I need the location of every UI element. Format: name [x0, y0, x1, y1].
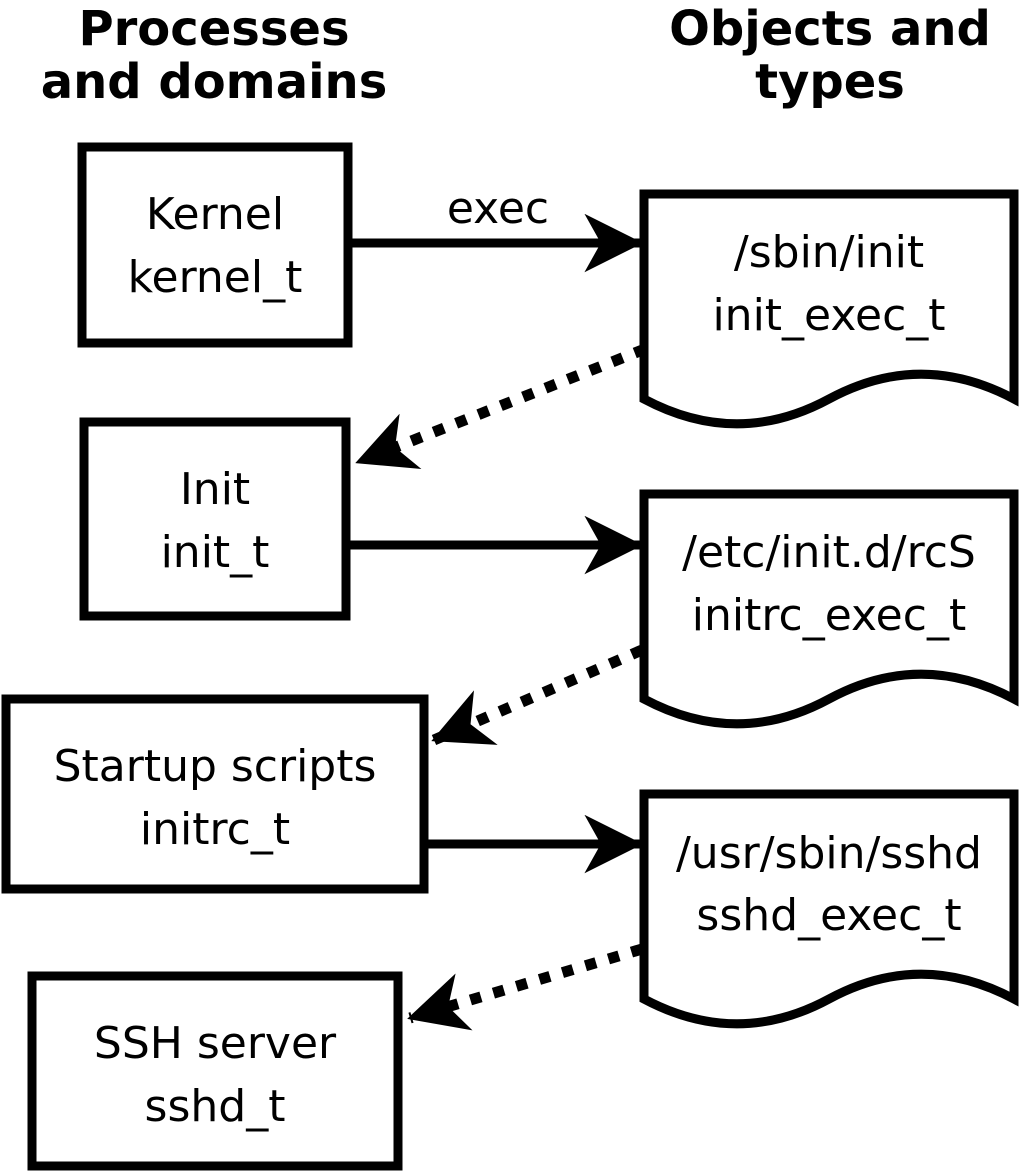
object-node-usr-sbin-sshd: /usr/sbin/sshd sshd_exec_t — [639, 789, 1019, 1029]
process-box-init — [79, 417, 351, 621]
column-header-objects-line2: types — [755, 54, 905, 110]
object-node-sbin-init: /sbin/init init_exec_t — [639, 189, 1019, 429]
process-box-kernel — [77, 142, 353, 348]
process-type-startup-scripts: initrc_t — [140, 804, 290, 855]
dotted-arrow-rcS-to-initrc — [431, 644, 645, 746]
column-header-processes-line2: and domains — [41, 54, 388, 110]
object-doc-usr-sbin-sshd — [639, 789, 1019, 1029]
object-type-sbin-init: init_exec_t — [712, 290, 945, 341]
object-doc-rcS — [639, 489, 1019, 729]
column-header-objects-line1: Objects and — [669, 1, 991, 57]
dotted-arrow-sbin-init-to-init — [355, 343, 648, 469]
process-node-ssh-server: SSH server sshd_t — [27, 971, 403, 1171]
process-name-ssh-server: SSH server — [94, 1018, 337, 1069]
process-node-kernel: Kernel kernel_t — [77, 142, 353, 348]
process-node-startup-scripts: Startup scripts initrc_t — [1, 694, 429, 894]
object-type-usr-sbin-sshd: sshd_exec_t — [696, 890, 961, 941]
object-node-rcS: /etc/init.d/rcS initrc_exec_t — [639, 489, 1019, 729]
object-path-usr-sbin-sshd: /usr/sbin/sshd — [676, 828, 982, 879]
exec-arrow-label: exec — [447, 183, 549, 234]
object-type-rcS: initrc_exec_t — [692, 590, 966, 641]
process-name-kernel: Kernel — [146, 189, 284, 240]
process-name-init: Init — [180, 464, 250, 515]
object-path-sbin-init: /sbin/init — [734, 227, 924, 278]
column-header-processes-line1: Processes — [78, 1, 349, 57]
object-path-rcS: /etc/init.d/rcS — [682, 527, 976, 578]
object-doc-sbin-init — [639, 189, 1019, 429]
process-box-ssh-server — [27, 971, 403, 1171]
process-name-startup-scripts: Startup scripts — [54, 741, 377, 792]
process-type-ssh-server: sshd_t — [145, 1081, 286, 1132]
dotted-arrow-sshd-exec-to-sshd — [407, 943, 644, 1031]
process-box-startup-scripts — [1, 694, 429, 894]
process-type-init: init_t — [161, 527, 270, 578]
process-type-kernel: kernel_t — [128, 252, 303, 303]
process-node-init: Init init_t — [79, 417, 351, 621]
